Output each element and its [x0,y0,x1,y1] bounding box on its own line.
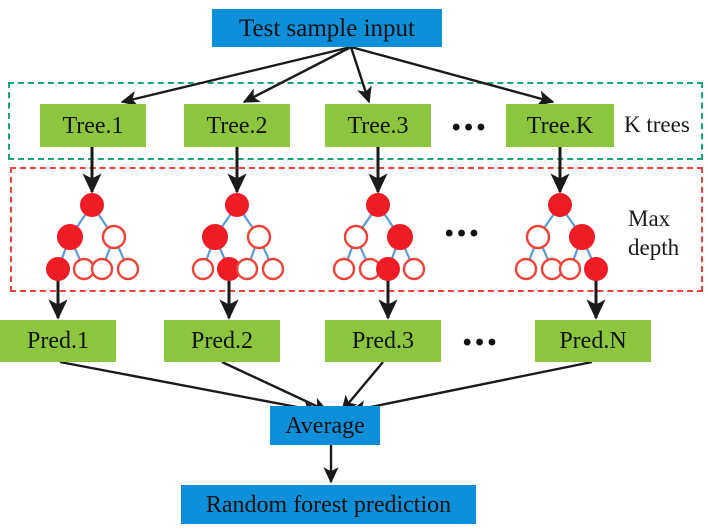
average-node[interactable]: Average [270,406,380,445]
tree-box-k[interactable]: Tree.K [506,104,614,147]
tree-box-3[interactable]: Tree.3 [325,104,431,147]
pred-box-n[interactable]: Pred.N [535,320,651,362]
pred-to-average-arrows [59,360,593,416]
tree-row-ellipsis: ••• [452,114,490,141]
random-forest-prediction-node[interactable]: Random forest prediction [181,485,476,524]
pred-row-ellipsis: ••• [463,329,501,356]
k-trees-group-label: K trees [624,112,690,137]
tree-box-2[interactable]: Tree.2 [184,104,290,147]
max-depth-group-label-line2: depth [628,235,680,260]
pred-box-1[interactable]: Pred.1 [0,320,116,362]
max-depth-group-label-line1: Max [628,206,671,231]
max-depth-group-border [10,167,703,292]
test-sample-input-node[interactable]: Test sample input [212,9,442,47]
forest-row-ellipsis: ••• [445,220,483,247]
tree-box-1[interactable]: Tree.1 [40,104,146,147]
pred-box-3[interactable]: Pred.3 [325,320,441,362]
pred-box-2[interactable]: Pred.2 [164,320,280,362]
